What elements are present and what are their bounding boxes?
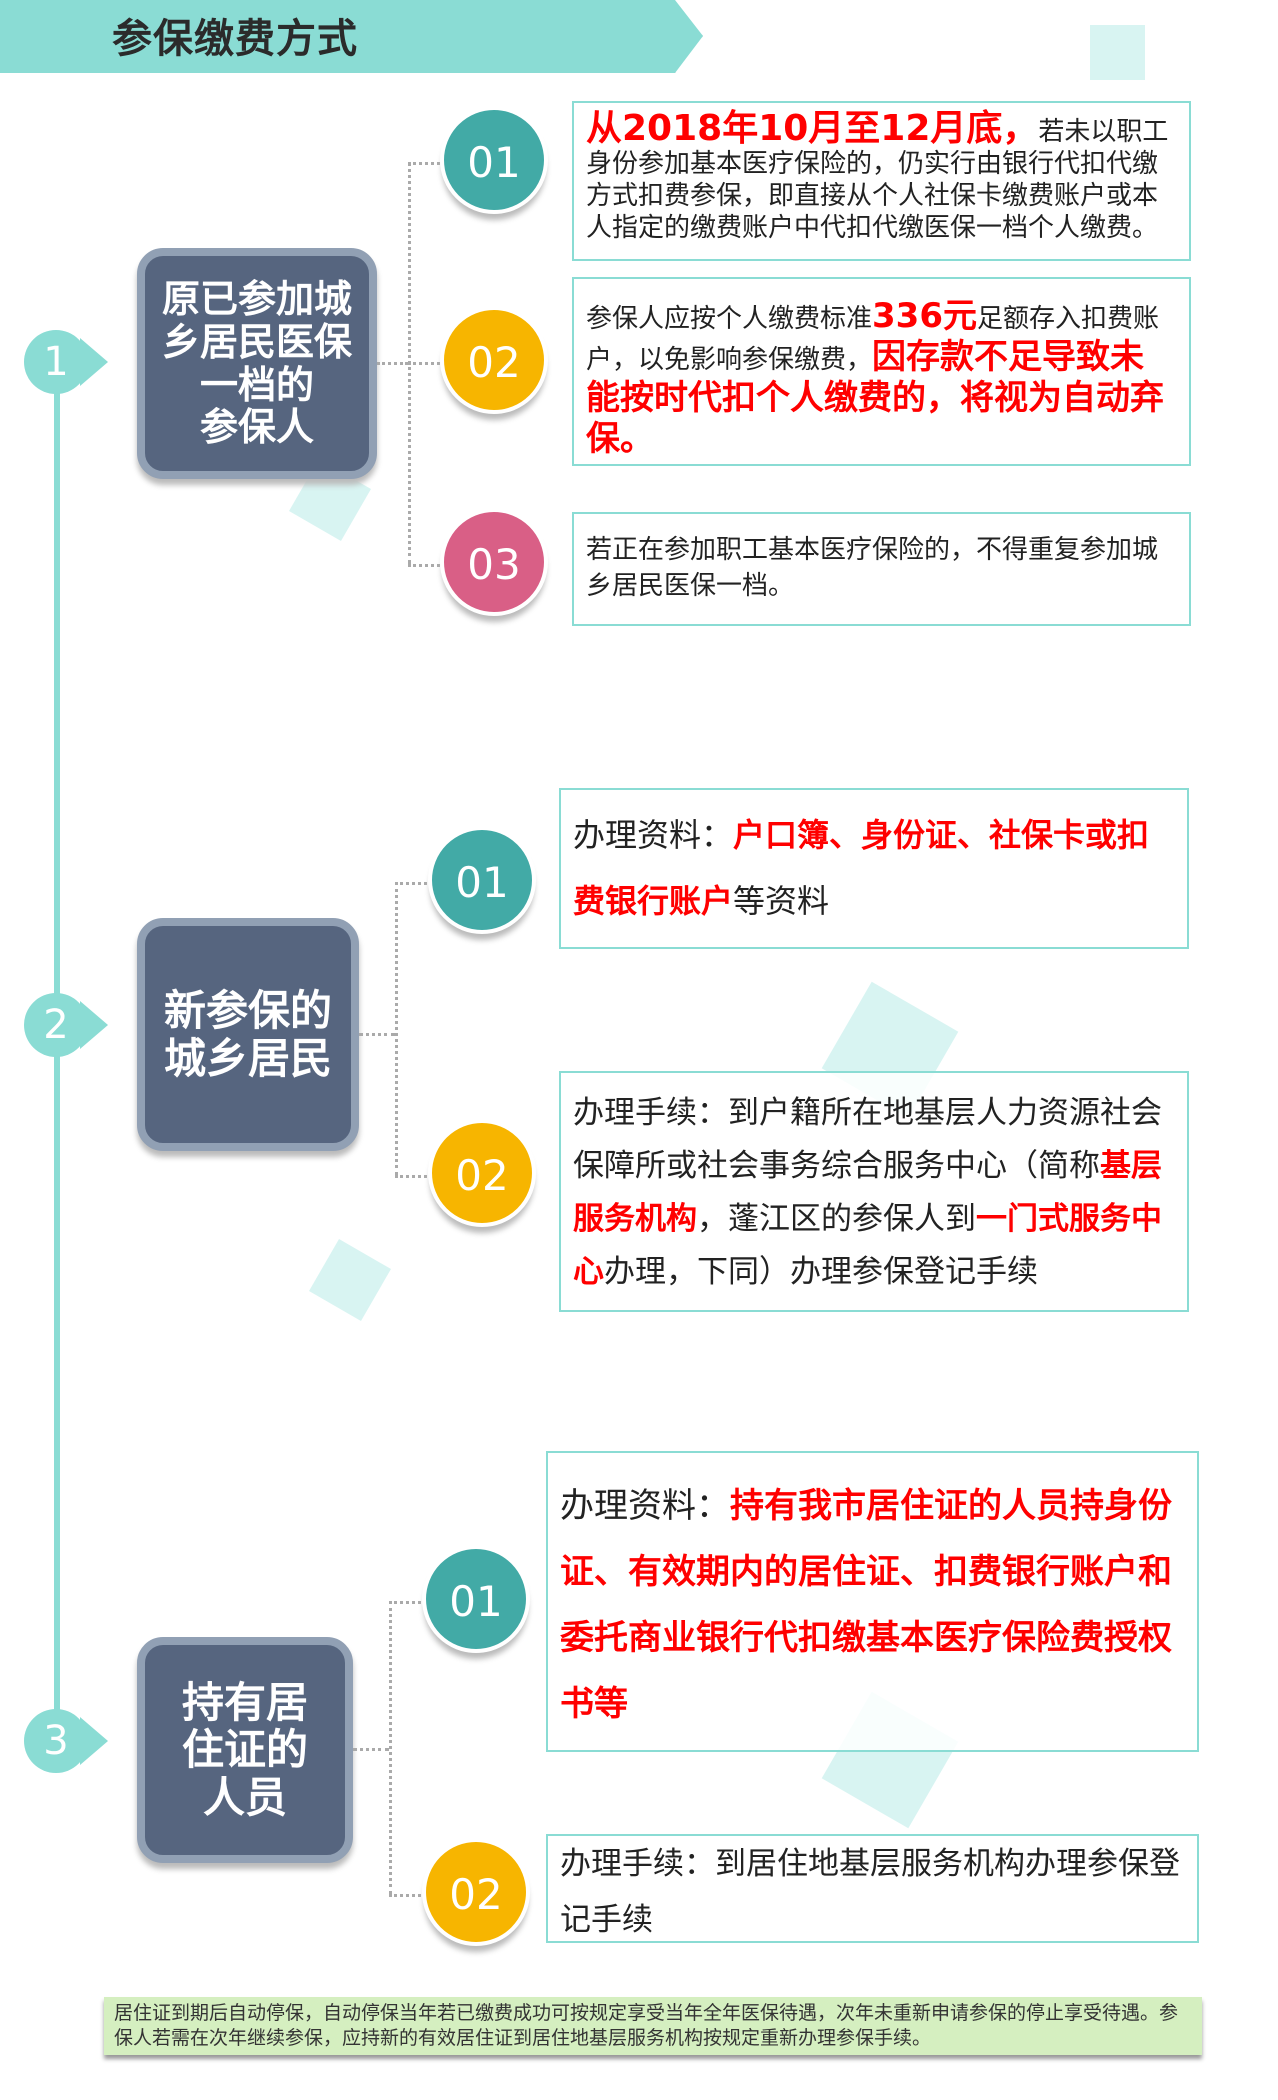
highlight-text: 基层服务机构: [573, 1148, 1162, 1237]
item-number: 02: [440, 306, 548, 414]
category-box: 持有居 住证的 人员: [137, 1637, 353, 1863]
category-label: 持有居 住证的 人员: [181, 1678, 308, 1822]
page-title: 参保缴费方式: [112, 16, 358, 62]
info-box: 办理资料：户口簿、身份证、社保卡或扣费银行账户等资料: [559, 788, 1189, 949]
item-number: 01: [440, 106, 548, 214]
decor-square: [309, 1239, 391, 1321]
decor-square: [1090, 25, 1145, 80]
footer-note: 居住证到期后自动停保，自动停保当年若已缴费成功可按规定享受当年全年医保待遇，次年…: [104, 1997, 1202, 2055]
body-text: 参保人应按个人缴费标准: [586, 304, 873, 334]
highlight-text: 持有我市居住证的人员持身份证、有效期内的居住证、扣费银行账户和委托商业银行代扣缴…: [560, 1486, 1172, 1724]
category-box: 新参保的 城乡居民: [137, 918, 359, 1151]
item-number: 01: [428, 826, 536, 934]
item-number: 02: [428, 1119, 536, 1227]
body-text: 若未以职工身份参加基本医疗保险的，仍实行由银行代扣代缴方式扣费参保，即直接从个人…: [586, 117, 1169, 243]
highlight-text: 一门式服务中心: [573, 1201, 1162, 1290]
item-number: 01: [422, 1545, 530, 1653]
header-banner: 参保缴费方式: [0, 0, 703, 73]
highlight-text: 336元: [872, 296, 977, 336]
item-number: 03: [440, 508, 548, 616]
body-text: 办理手续：到居住地基层服务机构办理参保登记手续: [560, 1846, 1180, 1938]
body-text: 办理，下同）办理参保登记手续: [604, 1254, 1038, 1290]
info-box: 若正在参加职工基本医疗保险的，不得重复参加城乡居民医保一档。: [572, 512, 1191, 626]
category-box: 原已参加城 乡居民医保 一档的 参保人: [137, 248, 377, 479]
item-number: 02: [422, 1838, 530, 1946]
body-text: ，蓬江区的参保人到: [697, 1201, 976, 1237]
body-text: 办理资料：: [573, 816, 734, 854]
body-text: 足额存入扣费账户，以免影响参保缴费，: [586, 304, 1160, 375]
info-box: 办理手续：到户籍所在地基层人力资源社会保障所或社会事务综合服务中心（简称基层服务…: [559, 1071, 1189, 1312]
body-text: 办理手续：到户籍所在地基层人力资源社会保障所或社会事务综合服务中心（简称: [573, 1095, 1162, 1184]
category-label: 原已参加城 乡居民医保 一档的 参保人: [161, 277, 352, 450]
info-box: 从2018年10月至12月底，若未以职工身份参加基本医疗保险的，仍实行由银行代扣…: [572, 101, 1191, 261]
highlight-text: 户口簿、身份证、社保卡或扣费银行账户: [573, 816, 1150, 920]
step-marker: 3: [24, 1709, 108, 1773]
info-box: 办理资料：持有我市居住证的人员持身份证、有效期内的居住证、扣费银行账户和委托商业…: [546, 1451, 1199, 1752]
body-text: 办理资料：: [560, 1486, 730, 1526]
highlight-text: 从2018年10月至12月底，: [586, 108, 1039, 149]
step-marker: 1: [24, 330, 108, 394]
body-text: 若正在参加职工基本医疗保险的，不得重复参加城乡居民医保一档。: [586, 535, 1159, 601]
body-text: 等资料: [733, 882, 830, 920]
category-label: 新参保的 城乡居民: [163, 986, 332, 1083]
step-marker: 2: [24, 993, 108, 1057]
info-box: 办理手续：到居住地基层服务机构办理参保登记手续: [546, 1834, 1199, 1943]
info-box: 参保人应按个人缴费标准336元足额存入扣费账户，以免影响参保缴费，因存款不足导致…: [572, 277, 1191, 466]
highlight-text: 因存款不足导致未能按时代扣个人缴费的，将视为自动弃保。: [586, 337, 1164, 459]
